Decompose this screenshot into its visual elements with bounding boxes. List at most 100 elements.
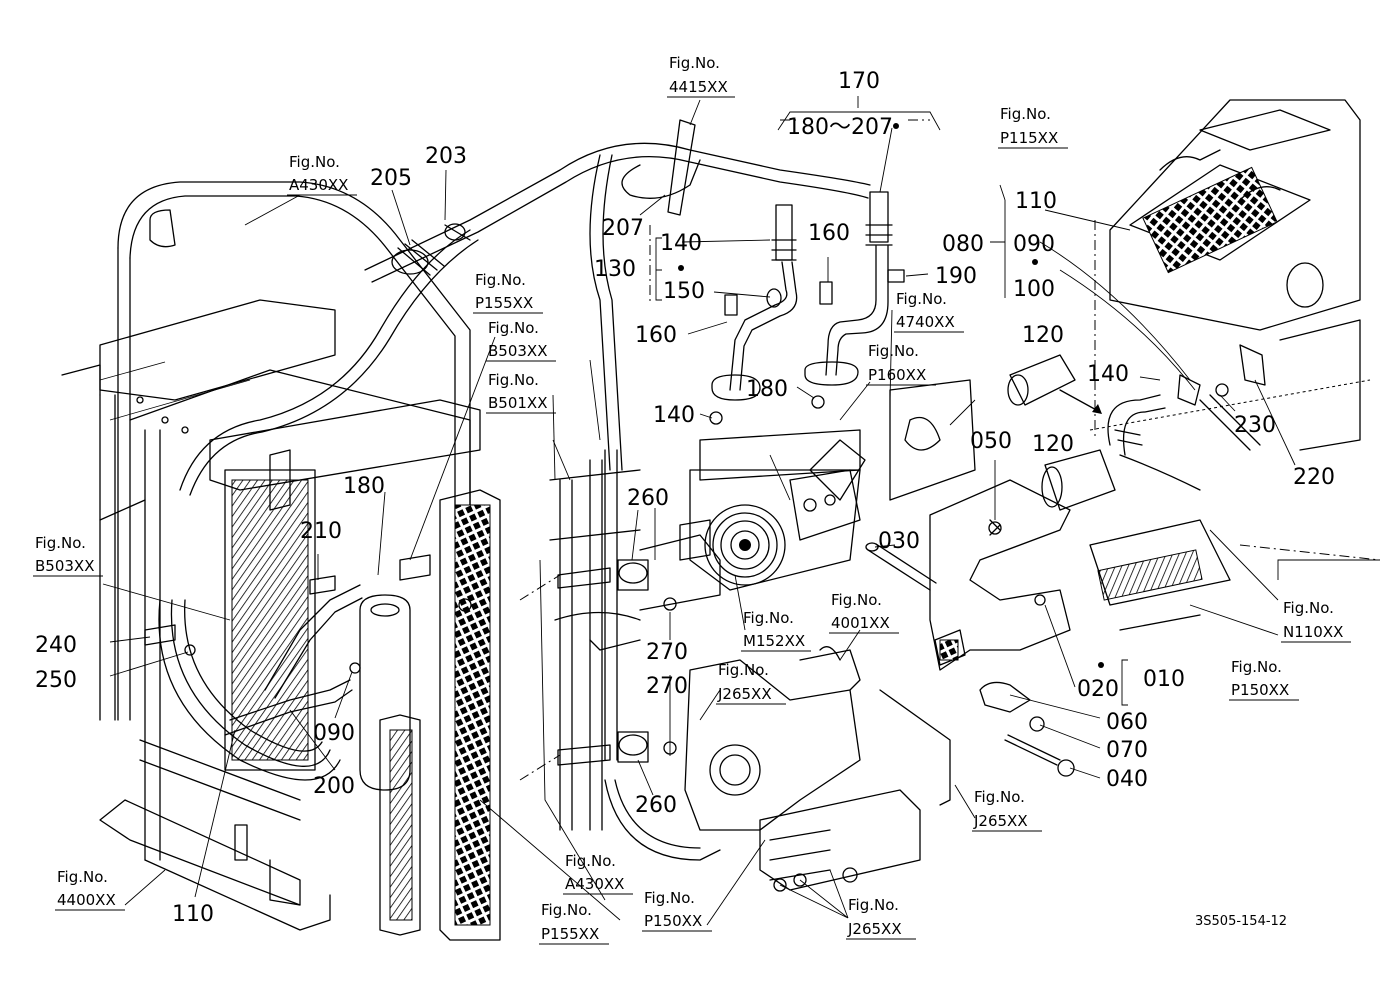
svg-text:Fig.No.: Fig.No. [644, 889, 695, 907]
svg-text:N110XX: N110XX [1283, 623, 1343, 641]
fig-ref-b503xx-mid: Fig.No. B503XX [486, 319, 556, 362]
fig-ref-4001xx: Fig.No. 4001XX [829, 591, 899, 634]
svg-text:Fig.No.: Fig.No. [1231, 658, 1282, 676]
upper-hose-drawing [364, 119, 871, 471]
engine-bracket-drawing [684, 646, 951, 892]
fig-ref-p115xx: Fig.No. P115XX [998, 105, 1068, 149]
fig-ref-4415xx: Fig.No. 4415XX [667, 54, 735, 98]
part-label-180-left: 180 [343, 474, 385, 499]
svg-text:Fig.No.: Fig.No. [896, 290, 947, 308]
leader-lines [102, 96, 1380, 926]
svg-text:Fig.No.: Fig.No. [289, 153, 340, 171]
part-label-140-upper: 140 [660, 231, 702, 256]
right-bracket-drawing [865, 344, 1266, 777]
svg-text:Fig.No.: Fig.No. [488, 371, 539, 389]
fig-ref-n110xx: Fig.No. N110XX [1281, 599, 1351, 643]
fig-ref-p150xx-right: Fig.No. P150XX [1229, 658, 1299, 701]
svg-text:Fig.No.: Fig.No. [831, 591, 882, 609]
part-label-080: 080 [942, 232, 984, 257]
part-label-210: 210 [300, 519, 342, 544]
part-label-060: 060 [1106, 710, 1148, 735]
part-label-160-left: 160 [635, 323, 677, 348]
svg-text:P150XX: P150XX [644, 912, 702, 930]
svg-text:Fig.No.: Fig.No. [35, 534, 86, 552]
svg-text:P160XX: P160XX [868, 366, 926, 384]
svg-text:A430XX: A430XX [289, 176, 348, 194]
fig-ref-4740xx: Fig.No. 4740XX [894, 290, 964, 333]
figure-reference-labels: Fig.No. 4415XX Fig.No. P115XX Fig.No. A4… [33, 54, 1351, 945]
svg-text:Fig.No.: Fig.No. [1283, 599, 1334, 617]
svg-text:4400XX: 4400XX [57, 891, 116, 909]
svg-text:J265XX: J265XX [717, 685, 772, 703]
part-label-220: 220 [1293, 465, 1335, 490]
part-label-120-upper: 120 [1022, 323, 1064, 348]
middle-tubes-drawing [519, 449, 721, 861]
part-label-270-lower: 270 [646, 674, 688, 699]
fig-ref-p160xx: Fig.No. P160XX [866, 342, 936, 386]
part-label-130: 130 [594, 257, 636, 282]
part-label-230: 230 [1234, 413, 1276, 438]
part-label-140-right: 140 [1087, 362, 1129, 387]
fig-ref-j265xx-mid: Fig.No. J265XX [716, 661, 786, 705]
fig-ref-a430xx-top: Fig.No. A430XX [287, 153, 357, 196]
fig-ref-j265xx-right: Fig.No. J265XX [972, 788, 1042, 832]
part-label-270-upper: 270 [646, 640, 688, 665]
part-label-160-right: 160 [808, 221, 850, 246]
fig-ref-j265xx-bottom: Fig.No. J265XX [846, 896, 916, 940]
part-number-labels: 170 180～207 205 203 207 140 130 150 160 … [35, 69, 1335, 927]
svg-text:4415XX: 4415XX [669, 78, 728, 96]
part-label-110-upper: 110 [1015, 189, 1057, 214]
part-label-207: 207 [602, 216, 644, 241]
svg-text:Fig.No.: Fig.No. [1000, 105, 1051, 123]
svg-text:J265XX: J265XX [847, 920, 902, 938]
part-label-250: 250 [35, 668, 77, 693]
svg-text:M152XX: M152XX [743, 632, 805, 650]
svg-text:A430XX: A430XX [565, 875, 624, 893]
svg-text:P150XX: P150XX [1231, 681, 1289, 699]
part-label-260-lower: 260 [635, 793, 677, 818]
svg-text:4740XX: 4740XX [896, 313, 955, 331]
fig-ref-m152xx: Fig.No. M152XX [741, 609, 811, 652]
svg-text:B503XX: B503XX [35, 557, 94, 575]
cabin-frame-drawing [61, 181, 501, 941]
part-label-190: 190 [935, 264, 977, 289]
svg-text:Fig.No.: Fig.No. [974, 788, 1025, 806]
part-label-040: 040 [1106, 767, 1148, 792]
part-label-020: 020 [1077, 677, 1119, 702]
engine-block-drawing [1059, 99, 1380, 631]
part-label-050: 050 [970, 429, 1012, 454]
svg-text:B501XX: B501XX [488, 394, 547, 412]
svg-text:J265XX: J265XX [973, 812, 1028, 830]
fig-ref-a430xx-bottom: Fig.No. A430XX [563, 852, 633, 895]
part-label-180-207: 180～207 [787, 115, 893, 140]
svg-text:Fig.No.: Fig.No. [669, 54, 720, 72]
fig-ref-p155xx-top: Fig.No. P155XX [473, 271, 543, 314]
part-label-240: 240 [35, 633, 77, 658]
part-label-070: 070 [1106, 738, 1148, 763]
part-label-090-lower: 090 [313, 721, 355, 746]
part-label-200: 200 [313, 774, 355, 799]
part-label-205: 205 [370, 166, 412, 191]
fig-ref-4400xx: Fig.No. 4400XX [55, 868, 125, 911]
drawing-code: 3S505-154-12 [1195, 914, 1287, 929]
part-label-100: 100 [1013, 277, 1055, 302]
part-label-203: 203 [425, 144, 467, 169]
svg-text:P115XX: P115XX [1000, 129, 1058, 147]
svg-text:Fig.No.: Fig.No. [718, 661, 769, 679]
svg-text:P155XX: P155XX [541, 925, 599, 943]
svg-text:Fig.No.: Fig.No. [488, 319, 539, 337]
part-label-120-lower: 120 [1032, 432, 1074, 457]
svg-text:Fig.No.: Fig.No. [565, 852, 616, 870]
part-label-140-mid: 140 [653, 403, 695, 428]
part-label-090-upper: 090 [1013, 232, 1055, 257]
svg-text:Fig.No.: Fig.No. [541, 901, 592, 919]
part-label-170: 170 [838, 69, 880, 94]
svg-text:Fig.No.: Fig.No. [848, 896, 899, 914]
fig-ref-p150xx-bottom: Fig.No. P150XX [642, 889, 712, 932]
pipe-assembly-drawing [649, 119, 930, 425]
fig-ref-p155xx-bottom: Fig.No. P155XX [539, 901, 609, 945]
svg-text:4001XX: 4001XX [831, 614, 890, 632]
part-label-010: 010 [1143, 667, 1185, 692]
svg-text:Fig.No.: Fig.No. [868, 342, 919, 360]
